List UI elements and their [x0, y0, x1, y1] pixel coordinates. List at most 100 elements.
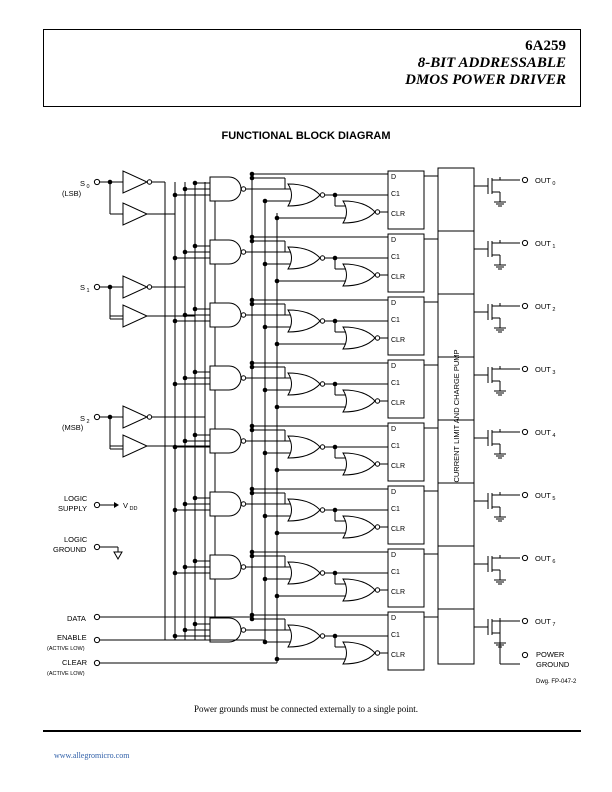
- junction-dot: [172, 507, 178, 513]
- latch-box: [387, 422, 425, 482]
- inverter-bubble: [319, 381, 326, 387]
- vdd-label: V DD: [123, 501, 138, 512]
- logic-ground-label: LOGIC: [64, 535, 88, 544]
- power-ground-label: GROUND: [536, 660, 570, 669]
- terminal-circle: [521, 428, 529, 436]
- latch-d-label: D: [391, 489, 396, 496]
- junction-dot: [249, 427, 255, 433]
- junction-dot: [262, 198, 268, 204]
- latch-d-label: D: [391, 363, 396, 370]
- latch-clr-label: CLR: [391, 526, 405, 533]
- output-label-4: OUT 4: [535, 428, 555, 439]
- inverter-bubble: [319, 570, 326, 576]
- junction-dot: [332, 507, 338, 513]
- decode-and-gate: [209, 428, 242, 454]
- terminal-circle: [93, 413, 101, 421]
- part-number: 6A259: [525, 38, 566, 54]
- inverter-bubble: [319, 507, 326, 513]
- title-line-1: 8-BIT ADDRESSABLE: [417, 55, 566, 71]
- junction-dot: [192, 558, 198, 564]
- junction-dot: [182, 501, 188, 507]
- junction-dot: [249, 238, 255, 244]
- terminal-circle: [521, 302, 529, 310]
- decode-and-gate: [209, 365, 242, 391]
- output-label-0: OUT 0: [535, 176, 555, 187]
- terminal-circle: [93, 636, 101, 644]
- latch-d-label: D: [391, 300, 396, 307]
- drawing-number: Dwg. FP-047-2: [536, 679, 577, 685]
- junction-dot: [249, 364, 255, 370]
- inverter-bubble: [240, 627, 247, 633]
- latch-clr-label: CLR: [391, 211, 405, 218]
- inverter-bubble: [146, 284, 153, 290]
- ground-arrow: [113, 551, 123, 561]
- enable-or-gate: [287, 372, 321, 396]
- clear-label: CLEAR: [62, 658, 88, 667]
- clear-nor-gate: [342, 578, 376, 602]
- enable-note: (ACTIVE LOW): [47, 646, 85, 652]
- junction-dot: [262, 639, 268, 645]
- latch-box: [387, 611, 425, 671]
- inverter-bubble: [374, 650, 381, 656]
- diagram-title: FUNCTIONAL BLOCK DIAGRAM: [221, 130, 391, 142]
- junction-dot: [172, 633, 178, 639]
- junction-dot: [192, 495, 198, 501]
- inverter-bubble: [319, 318, 326, 324]
- decode-and-gate: [209, 239, 242, 265]
- terminal-circle: [521, 651, 529, 659]
- junction-dot: [249, 549, 255, 555]
- junction-dot: [332, 570, 338, 576]
- clear-nor-gate: [342, 263, 376, 287]
- junction-dot: [332, 444, 338, 450]
- charge-pump-label: CURRENT LIMIT AND CHARGE PUMP: [452, 349, 461, 482]
- terminal-circle: [521, 617, 529, 625]
- logic-supply-label: LOGIC: [64, 494, 88, 503]
- footer-rule: [43, 730, 581, 732]
- latch-c1-label: C1: [391, 569, 400, 576]
- junction-dot: [274, 467, 280, 473]
- decode-and-gate: [209, 617, 242, 643]
- inverter-bubble: [374, 335, 381, 341]
- junction-dot: [182, 438, 188, 444]
- terminal-circle: [93, 613, 101, 621]
- vdd-arrow: [114, 502, 119, 508]
- footer-url[interactable]: www.allegromicro.com: [54, 751, 130, 760]
- junction-dot: [182, 375, 188, 381]
- junction-dot: [262, 387, 268, 393]
- inverter-gate: [122, 405, 149, 429]
- s0-note: (LSB): [62, 189, 82, 198]
- s2-label: S 2: [80, 414, 90, 425]
- latch-box: [387, 233, 425, 293]
- decode-and-gate: [209, 491, 242, 517]
- clear-nor-gate: [342, 452, 376, 476]
- junction-dot: [249, 490, 255, 496]
- junction-dot: [192, 180, 198, 186]
- power-ground-label: POWER: [536, 650, 565, 659]
- output-label-6: OUT 6: [535, 554, 555, 565]
- junction-dot: [192, 621, 198, 627]
- junction-dot: [262, 261, 268, 267]
- latch-c1-label: C1: [391, 254, 400, 261]
- junction-dot: [172, 570, 178, 576]
- junction-dot: [249, 423, 255, 429]
- junction-dot: [249, 301, 255, 307]
- latch-c1-label: C1: [391, 506, 400, 513]
- output-label-7: OUT 7: [535, 617, 555, 628]
- latch-clr-label: CLR: [391, 589, 405, 596]
- junction-dot: [332, 255, 338, 261]
- latch-box: [387, 485, 425, 545]
- enable-label: ENABLE: [57, 633, 87, 642]
- title-line-2: DMOS POWER DRIVER: [405, 72, 566, 88]
- junction-dot: [182, 312, 188, 318]
- latch-c1-label: C1: [391, 380, 400, 387]
- junction-dot: [172, 381, 178, 387]
- terminal-circle: [93, 178, 101, 186]
- latch-d-label: D: [391, 174, 396, 181]
- latch-c1-label: C1: [391, 191, 400, 198]
- inverter-bubble: [146, 179, 153, 185]
- inverter-bubble: [319, 444, 326, 450]
- inverter-bubble: [319, 192, 326, 198]
- clear-nor-gate: [342, 515, 376, 539]
- junction-dot: [172, 255, 178, 261]
- s2-note: (MSB): [62, 423, 84, 432]
